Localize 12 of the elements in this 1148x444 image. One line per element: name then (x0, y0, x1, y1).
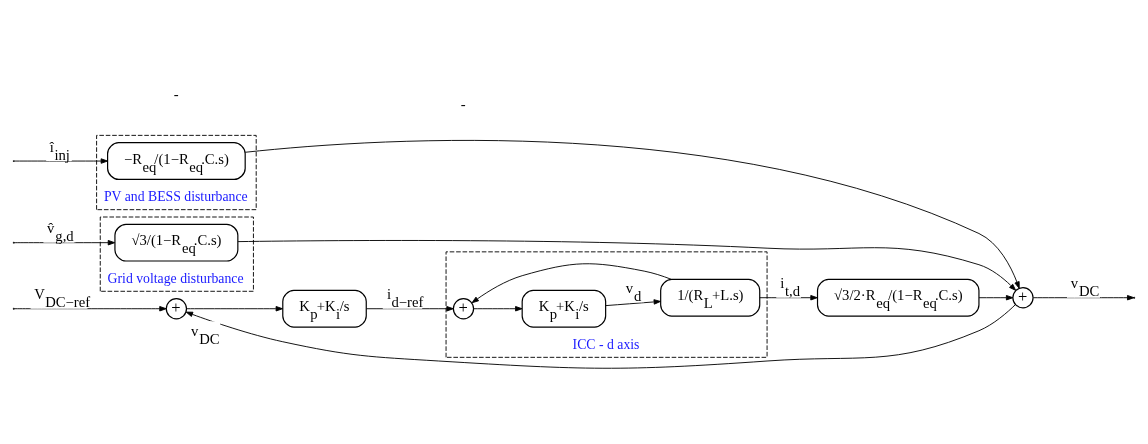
arrow (978, 294, 1014, 300)
node-circle: + (1012, 286, 1034, 308)
label: - (460, 95, 466, 112)
arrow (237, 239, 1017, 291)
label: - (173, 85, 179, 101)
node-circle: + (452, 297, 475, 319)
arrow (186, 305, 283, 311)
node-circle: + (165, 297, 188, 319)
arrow (244, 139, 1020, 289)
arrow (605, 298, 661, 306)
arrow (13, 157, 108, 164)
arrow (473, 305, 523, 311)
